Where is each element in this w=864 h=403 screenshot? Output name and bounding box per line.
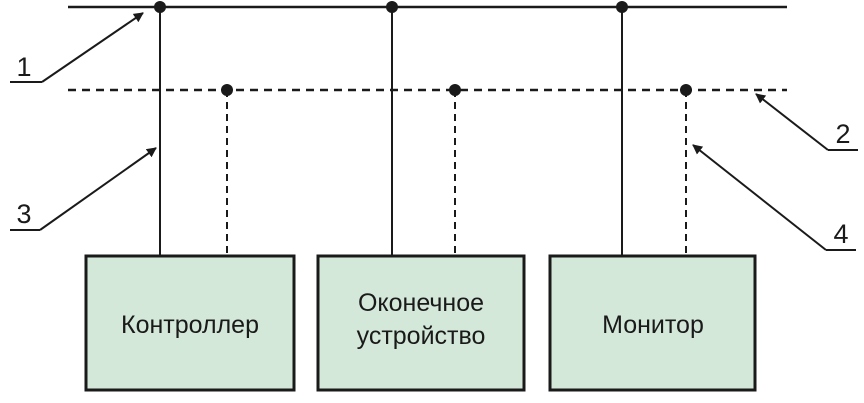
controller-label: Контроллер (121, 311, 259, 339)
junction-dot (680, 84, 692, 96)
terminal-box (316, 254, 526, 392)
callout-2-leader (755, 93, 829, 151)
callout-2-number: 2 (835, 119, 850, 149)
callout-4-leader (692, 144, 827, 251)
callout-3-number: 3 (16, 199, 31, 229)
terminal-label-line1: Оконечное (358, 289, 484, 317)
junction-dot (154, 1, 166, 13)
junction-dot (221, 84, 233, 96)
controller-box (84, 254, 296, 392)
callout-1-number: 1 (16, 52, 31, 82)
callout-1-leader (41, 12, 144, 83)
monitor-label: Монитор (602, 311, 704, 339)
junction-dot (386, 1, 398, 13)
terminal-label-line2: устройство (357, 322, 486, 350)
callout-3-leader (39, 147, 157, 231)
monitor-box (548, 254, 757, 392)
callout-4-number: 4 (833, 219, 848, 249)
junction-dot (449, 84, 461, 96)
junction-dot (616, 1, 628, 13)
